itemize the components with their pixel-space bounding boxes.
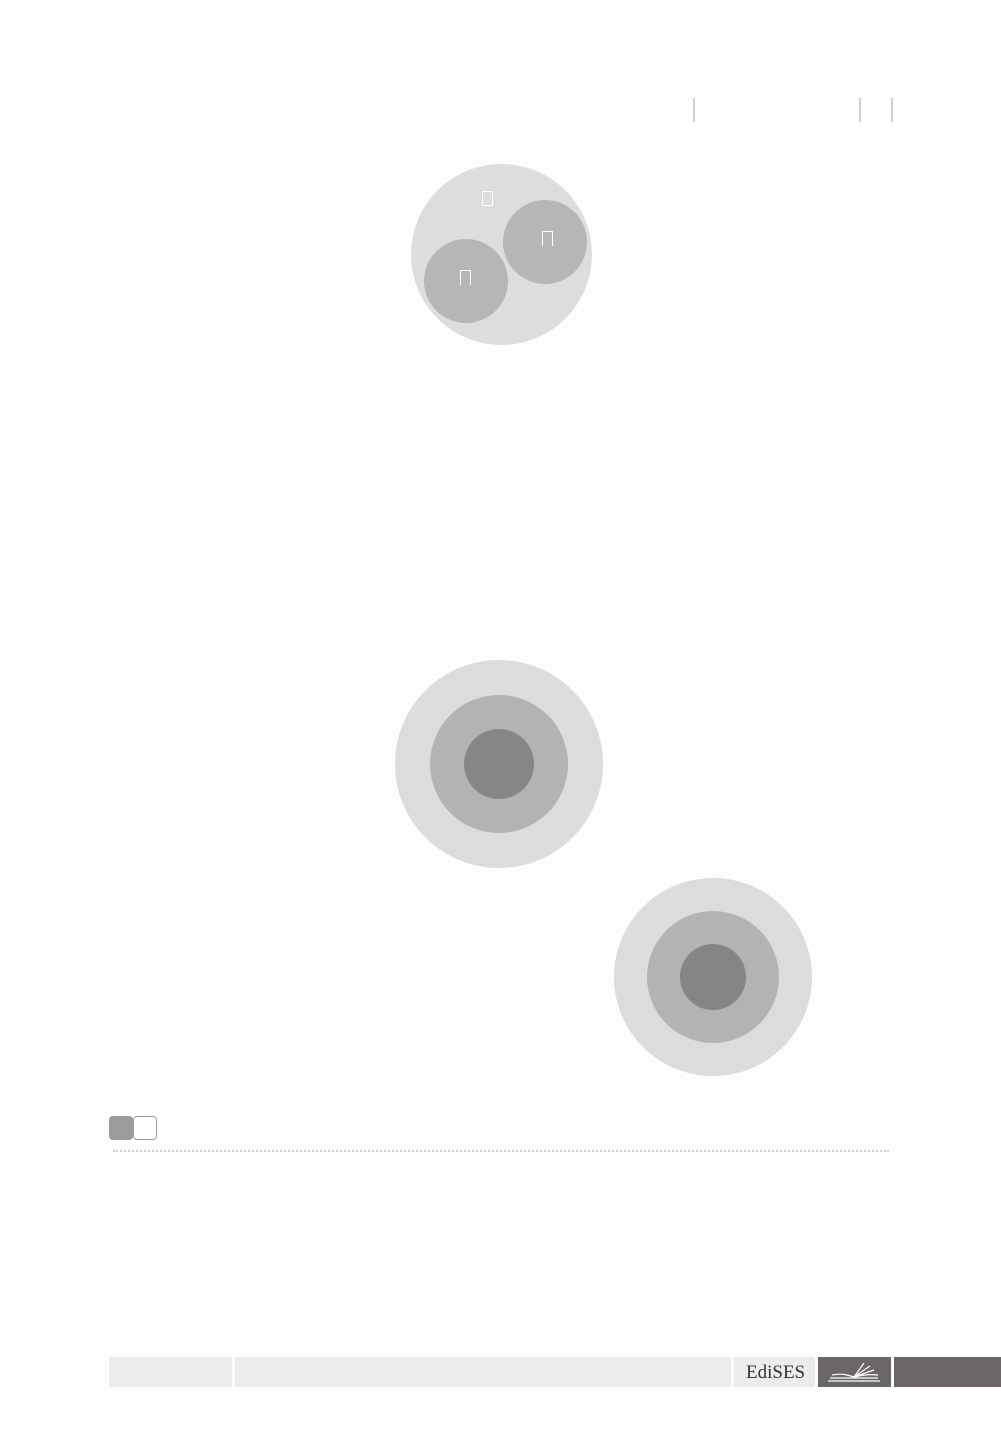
publisher-brand: EdiSES <box>746 1362 806 1383</box>
section-marker-filled <box>109 1116 133 1140</box>
box-glyph-icon <box>460 270 471 285</box>
box-glyph-icon <box>542 231 553 246</box>
concentric-core <box>680 944 746 1010</box>
header-rule <box>859 98 861 122</box>
section-divider <box>113 1150 889 1152</box>
footer-bar-middle <box>235 1357 731 1387</box>
header-rule <box>891 98 893 122</box>
concentric-core <box>464 729 534 799</box>
venn-inner-circle-left <box>424 239 508 323</box>
open-book-icon <box>828 1362 880 1382</box>
footer-bar-right <box>894 1357 1001 1387</box>
header-rule <box>693 98 695 122</box>
box-glyph-icon <box>482 191 493 206</box>
footer-brand-box <box>734 1357 815 1387</box>
footer-bar-left <box>109 1357 232 1387</box>
footer-logo-box <box>818 1357 891 1387</box>
section-marker-outline <box>133 1116 157 1140</box>
venn-inner-circle-right <box>503 200 587 284</box>
